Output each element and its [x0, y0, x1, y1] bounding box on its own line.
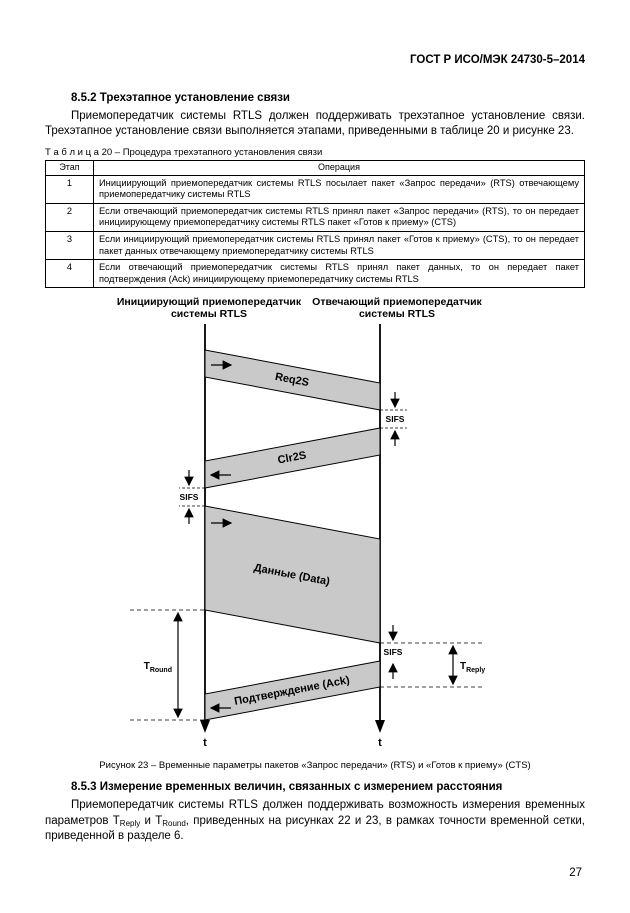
clr2s-label: Clr2S — [277, 450, 307, 467]
time-arrowhead-initiator — [200, 720, 210, 734]
table-row: 3 Если инициирующий приемопередатчик сис… — [45, 231, 585, 261]
cell-stage: 3 — [45, 231, 94, 261]
table-row: 1 Инициирующий приемопередатчик системы … — [45, 174, 585, 204]
treply-label: TReply — [460, 661, 485, 674]
initiator-subtitle: системы RTLS — [171, 308, 247, 320]
figure-23: Инициирующий приемопередатчик системы RT… — [45, 292, 585, 771]
responder-title: Отвечающий приемопередатчик — [312, 296, 482, 308]
col-header-stage: Этап — [45, 160, 94, 176]
section-852-heading: 8.5.2 Трехэтапное установление связи — [71, 92, 290, 104]
table-row: 2 Если отвечающий приемопередатчик систе… — [45, 202, 585, 233]
initiator-title: Инициирующий приемопередатчик — [117, 296, 302, 308]
col-header-operation: Операция — [93, 160, 585, 176]
paragraph-text: и T — [140, 814, 163, 827]
cell-operation: Если отвечающий приемопередатчик системы… — [93, 202, 585, 233]
responder-subtitle: системы RTLS — [359, 308, 435, 320]
tround-label: TRound — [144, 661, 172, 674]
cell-stage: 4 — [45, 259, 94, 289]
t-round-subscript: Round — [162, 818, 186, 828]
sifs-label: SIFS — [386, 414, 405, 424]
time-arrowhead-responder — [375, 720, 385, 734]
timing-diagram: Инициирующий приемопередатчик системы RT… — [117, 296, 485, 749]
section-853-paragraph: Приемопередатчик системы RTLS должен под… — [45, 798, 585, 844]
time-axis-label: t — [203, 737, 207, 749]
table-20-caption: Т а б л и ц а 20 – Процедура трехэтапног… — [45, 147, 323, 159]
cell-stage: 2 — [45, 202, 94, 233]
section-853-heading: 8.5.3 Измерение временных величин, связа… — [71, 781, 503, 794]
section-852-paragraph: Приемопередатчик системы RTLS должен под… — [45, 110, 585, 138]
cell-stage: 1 — [45, 174, 94, 204]
cell-operation: Если инициирующий приемопередатчик систе… — [93, 231, 585, 261]
sifs-label: SIFS — [180, 492, 199, 502]
paragraph-text: , приведенных на рисунках 22 и 23, в рам… — [45, 814, 585, 843]
table-20: Этап Операция 1 Инициирующий приемоперед… — [45, 160, 585, 289]
table-row: 4 Если отвечающий приемопередатчик систе… — [45, 259, 585, 289]
cell-operation: Инициирующий приемопередатчик системы RT… — [93, 174, 585, 204]
time-axis-label: t — [378, 737, 382, 749]
t-reply-subscript: Reply — [119, 818, 141, 828]
table-header-row: Этап Операция — [45, 160, 585, 176]
doc-code-header: ГОСТ Р ИСО/МЭК 24730-5–2014 — [410, 54, 585, 66]
paragraph-text: Приемопередатчик системы RTLS должен под… — [45, 799, 585, 827]
page-number: 27 — [569, 867, 582, 879]
figure-23-caption: Рисунок 23 – Временные параметры пакетов… — [99, 760, 531, 772]
sifs-label: SIFS — [384, 647, 403, 657]
cell-operation: Если отвечающий приемопередатчик системы… — [93, 259, 585, 289]
